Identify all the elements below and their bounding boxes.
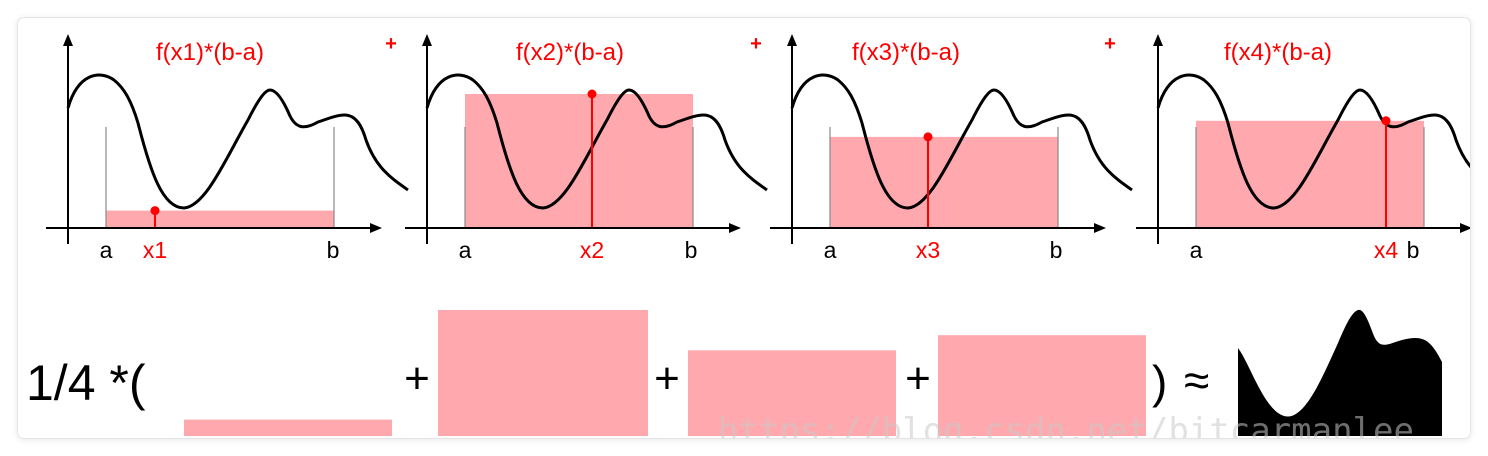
panel-title: f(x1)*(b-a) bbox=[156, 39, 264, 66]
sample-point bbox=[150, 206, 160, 216]
area-rectangle bbox=[106, 210, 334, 228]
term-rectangle-1 bbox=[184, 419, 392, 436]
formula-plus-sign: + bbox=[905, 354, 931, 403]
x-axis-arrow bbox=[370, 223, 382, 233]
b-label: b bbox=[685, 237, 698, 263]
b-label: b bbox=[327, 237, 340, 263]
formula-row: 1/4 *( + + + ) ≈ bbox=[26, 309, 1442, 436]
panel-3: f(x3)*(b-a) a x3 b bbox=[770, 34, 1134, 263]
area-rectangle bbox=[465, 94, 693, 228]
panel-plus-sign: + bbox=[385, 33, 397, 55]
function-curve bbox=[66, 73, 410, 210]
panel-4: f(x4)*(b-a) a x4 b bbox=[1136, 34, 1470, 263]
integration-diagram: f(x1)*(b-a) a x1 b f(x2)*(b-a) a x2 b f(… bbox=[26, 33, 1470, 438]
sample-label: x3 bbox=[916, 237, 940, 263]
y-axis-arrow bbox=[422, 34, 432, 46]
panel-1: f(x1)*(b-a) a x1 b bbox=[46, 34, 410, 263]
sample-label: x2 bbox=[580, 237, 604, 263]
a-label: a bbox=[100, 237, 113, 263]
panel-title: f(x2)*(b-a) bbox=[516, 39, 624, 66]
b-label: b bbox=[1050, 237, 1063, 263]
sample-label: x1 bbox=[143, 237, 167, 263]
area-rectangle bbox=[830, 136, 1058, 228]
formula-close-paren: ) bbox=[1152, 356, 1167, 408]
x-axis-arrow bbox=[1460, 223, 1470, 233]
panel-plus-sign: + bbox=[1104, 33, 1116, 55]
term-rectangle-4 bbox=[938, 335, 1146, 436]
formula-plus-sign: + bbox=[404, 354, 430, 403]
sample-point bbox=[923, 132, 933, 142]
term-rectangle-3 bbox=[688, 350, 896, 436]
a-label: a bbox=[459, 237, 472, 263]
b-label: b bbox=[1407, 237, 1420, 263]
y-axis-arrow bbox=[63, 34, 73, 46]
panel-title: f(x3)*(b-a) bbox=[852, 39, 960, 66]
y-axis-arrow bbox=[787, 34, 797, 46]
term-rectangle-2 bbox=[438, 310, 648, 436]
formula-plus-sign: + bbox=[654, 354, 680, 403]
panel-2: f(x2)*(b-a) a x2 b bbox=[405, 34, 769, 263]
a-label: a bbox=[1190, 237, 1203, 263]
watermark: https://blog.csdn.net/bitcarmanlee bbox=[718, 411, 1414, 438]
y-axis-arrow bbox=[1153, 34, 1163, 46]
figure-frame: f(x1)*(b-a) a x1 b f(x2)*(b-a) a x2 b f(… bbox=[18, 18, 1470, 438]
integral-area-shape bbox=[1238, 309, 1442, 436]
a-label: a bbox=[824, 237, 837, 263]
sample-point bbox=[587, 89, 597, 99]
panel-plus-sign: + bbox=[750, 33, 762, 55]
sample-label: x4 bbox=[1374, 237, 1399, 263]
x-axis-arrow bbox=[729, 223, 741, 233]
panel-title: f(x4)*(b-a) bbox=[1224, 39, 1332, 66]
x-axis-arrow bbox=[1094, 223, 1106, 233]
sample-point bbox=[1381, 116, 1391, 126]
approx-sign: ≈ bbox=[1184, 354, 1209, 406]
formula-prefix: 1/4 *( bbox=[26, 355, 146, 411]
